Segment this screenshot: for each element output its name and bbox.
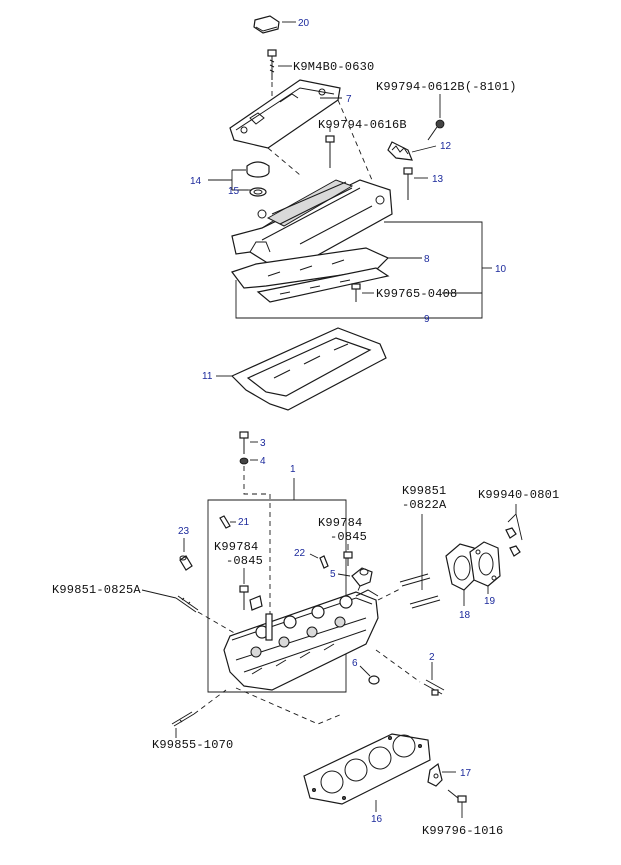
leader-5 — [337, 573, 351, 577]
bracket-10-9 — [235, 221, 483, 319]
washer-part-4 — [239, 457, 249, 465]
callout-12: 12 — [440, 141, 452, 152]
callout-11: 11 — [202, 371, 213, 382]
studs-0822a — [399, 573, 441, 609]
callout-17: 17 — [460, 768, 472, 779]
clip-left — [249, 595, 263, 611]
label-0822a: -0822A — [402, 498, 447, 512]
leader-14-15 — [208, 169, 248, 191]
callout-9: 9 — [424, 314, 430, 325]
dash-cover-housing — [267, 147, 301, 176]
callout-8: 8 — [424, 254, 430, 265]
callout-20: 20 — [298, 18, 310, 29]
head-bolt-part-3 — [239, 431, 249, 454]
head-gasket-part-16 — [303, 733, 431, 805]
label-k9m4b0-0630: K9M4B0-0630 — [293, 60, 374, 74]
label-k99851-1: K99851 — [402, 484, 446, 498]
label-k99784-right-2: -0845 — [330, 530, 367, 544]
stud-1070 — [171, 711, 195, 727]
cover-bolt — [267, 49, 277, 80]
bolt-1016 — [447, 789, 467, 803]
dowel-part-22 — [319, 555, 329, 569]
leader-22 — [309, 553, 319, 559]
callout-19: 19 — [484, 596, 496, 607]
dash-bolt-head — [243, 466, 271, 620]
dash-0825a — [197, 611, 237, 635]
callout-2: 2 — [429, 652, 435, 663]
callout-22: 22 — [294, 548, 306, 559]
label-k99765-0408: K99765-0408 — [376, 287, 457, 301]
callout-23: 23 — [178, 526, 190, 537]
callout-5: 5 — [330, 569, 336, 580]
label-k99794-0612b: K99794-0612B(-8101) — [376, 80, 517, 94]
callout-4: 4 — [260, 456, 266, 467]
dash-cover-housing-2 — [337, 99, 373, 181]
label-k99784-left-1: K99784 — [214, 540, 258, 554]
bracket-part-12 — [387, 141, 413, 161]
gasket-part-11 — [230, 327, 387, 411]
filler-cap-part-14 — [246, 161, 270, 178]
stud-part-2 — [423, 679, 445, 696]
leader-6 — [359, 665, 371, 677]
label-k99784-left-2: -0845 — [226, 554, 263, 568]
label-k99794-0616b: K99794-0616B — [318, 118, 407, 132]
cylinder-head — [223, 589, 379, 691]
leader-12 — [411, 145, 437, 153]
callout-14: 14 — [190, 176, 202, 187]
dash-part-2 — [375, 649, 421, 683]
label-k99940-0801: K99940-0801 — [478, 488, 559, 502]
callout-15: 15 — [228, 186, 240, 197]
bolt-0408 — [351, 283, 361, 302]
stud-right — [343, 551, 353, 566]
callout-10: 10 — [495, 264, 507, 275]
callout-6: 6 — [352, 658, 358, 669]
leader-0801 — [507, 504, 523, 541]
bracket-1 — [207, 478, 347, 693]
dash-0822a — [377, 587, 403, 601]
gasket-part-15 — [249, 187, 267, 197]
label-k99855-1070: K99855-1070 — [152, 738, 233, 752]
nuts-0801 — [505, 527, 521, 557]
leader-0825a — [141, 589, 177, 599]
rocker-cover-part-7 — [229, 79, 341, 149]
plug-part-6 — [368, 675, 380, 685]
label-k99851-0825a: K99851-0825A — [52, 583, 141, 597]
oil-cap-part-20 — [253, 15, 280, 34]
callout-7: 7 — [346, 94, 352, 105]
stud-0825a — [175, 595, 199, 613]
gasket-strip — [256, 267, 390, 303]
callout-1: 1 — [290, 464, 296, 475]
callout-3: 3 — [260, 438, 266, 449]
bolt-0616b — [325, 135, 335, 168]
callout-13: 13 — [432, 174, 444, 185]
callout-18: 18 — [459, 610, 471, 621]
gasket-part-8 — [231, 247, 390, 289]
callout-21: 21 — [238, 517, 250, 528]
label-k99796-1016: K99796-1016 — [422, 824, 503, 838]
dash-gasket — [235, 687, 343, 725]
dash-1070 — [193, 689, 227, 715]
callout-16: 16 — [371, 814, 383, 825]
bolt-part-13 — [403, 167, 413, 200]
stud-left — [239, 585, 249, 610]
sleeve-part-23 — [179, 555, 193, 571]
camshaft-housing — [231, 179, 393, 273]
bracket-part-17 — [427, 762, 443, 787]
bolt-0612b — [427, 119, 445, 141]
flange-part-19 — [469, 541, 501, 587]
label-k99784-right-1: K99784 — [318, 516, 362, 530]
dowel-part-21 — [219, 515, 231, 529]
fitting-part-5 — [351, 567, 373, 587]
